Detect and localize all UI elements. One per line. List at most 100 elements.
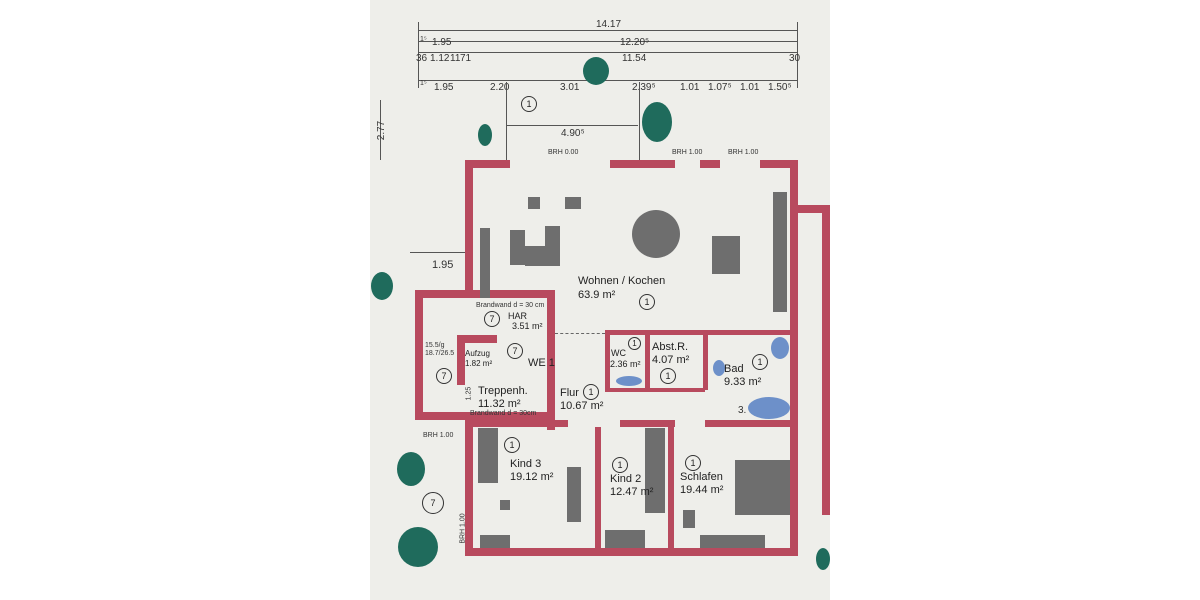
wall: [415, 412, 555, 420]
wall: [703, 330, 708, 390]
fire-wall-note: Brandwand d = 30 cm: [476, 302, 545, 309]
dim: 2.20: [490, 82, 510, 93]
wardrobe: [645, 428, 665, 513]
sofa: [480, 228, 490, 298]
room-name: Schlafen: [680, 471, 723, 483]
wall: [415, 290, 423, 420]
wall: [705, 420, 790, 427]
room-area: 63.9 m²: [578, 289, 616, 301]
tree-icon: [642, 102, 672, 142]
dim: 2.77: [376, 120, 388, 141]
dim: 18.7/26.5: [425, 350, 455, 357]
wall: [465, 160, 510, 168]
wall: [760, 160, 798, 168]
wall: [465, 160, 473, 295]
fire-wall-note: Brandwand d = 30cm: [470, 410, 537, 417]
dim: 1⁵: [420, 80, 427, 87]
brh-label: BRH 1.00: [423, 432, 454, 439]
room-tag: 1: [583, 384, 599, 400]
room-area: 19.12 m²: [510, 471, 554, 483]
dim: 1.01: [740, 82, 760, 93]
room-area: 2.36 m²: [610, 359, 641, 369]
wall: [822, 205, 830, 515]
wall: [473, 420, 568, 427]
dim: 11: [450, 53, 461, 64]
room-area: 12.47 m²: [610, 486, 654, 498]
room-area: 11.32 m²: [478, 398, 521, 410]
armchair: [545, 226, 560, 246]
sofa: [510, 230, 525, 265]
dining-table: [632, 210, 680, 258]
dim: 1.50⁵: [768, 82, 792, 93]
table: [565, 197, 581, 209]
dim: 3.01: [560, 82, 580, 93]
room-tag: 1: [612, 457, 628, 473]
room-tag: 7: [484, 311, 500, 327]
dim: 1.07⁵: [708, 82, 732, 93]
desk: [480, 535, 510, 548]
room-divider: [555, 333, 605, 334]
wall: [470, 548, 798, 556]
dim: 1.95: [432, 259, 454, 271]
room-area: 10.67 m²: [560, 400, 604, 412]
room-tag: 1: [639, 294, 655, 310]
desk: [605, 530, 645, 548]
room-name: Wohnen / Kochen: [578, 275, 666, 287]
wardrobe: [478, 428, 498, 483]
dim: 1.01: [680, 82, 700, 93]
tree-icon: [583, 57, 609, 85]
unit-label: WE 1: [528, 357, 555, 369]
dim: 1⁵: [420, 36, 427, 43]
dim-overall: 14.17: [596, 19, 622, 30]
room-tag: 1: [628, 337, 641, 350]
table: [528, 197, 540, 209]
dim: 12.20⁵: [620, 37, 650, 48]
dim: 36: [416, 53, 428, 64]
wall: [605, 388, 705, 392]
dim: 30: [789, 53, 801, 64]
room-tag: 7: [507, 343, 523, 359]
room-area: 19.44 m²: [680, 484, 724, 496]
room-name: Flur: [560, 387, 579, 399]
room-name: WC: [611, 348, 626, 358]
wall: [620, 420, 675, 427]
sink-icon: [771, 337, 789, 359]
dim: 2.39⁵: [632, 82, 656, 93]
room-tag: 1: [504, 437, 520, 453]
wall: [605, 330, 790, 335]
wall: [547, 290, 555, 430]
wall: [798, 205, 830, 213]
room-name: Bad: [724, 363, 744, 375]
room-area: 4.07 m²: [652, 354, 690, 366]
brh-label: BRH 0.00: [548, 149, 579, 156]
room-tag: 1: [521, 96, 537, 112]
dim: 3.: [738, 405, 747, 416]
tree-icon: [371, 272, 393, 300]
room-area: 3.51 m²: [512, 321, 543, 331]
room-tag: 1: [660, 368, 676, 384]
dim: 1.95: [432, 37, 452, 48]
dim: 1.95: [434, 82, 454, 93]
dimension-tick: [797, 22, 798, 88]
dimension-tick: [418, 22, 419, 88]
tree-icon: [478, 124, 492, 146]
dimension-line: [418, 41, 798, 42]
wall: [457, 335, 497, 343]
wc-basin-icon: [616, 376, 642, 386]
room-name: Abst.R.: [652, 341, 689, 353]
sofa: [525, 246, 560, 266]
room-tag: 7: [436, 368, 452, 384]
bed: [567, 467, 581, 522]
room-name: Kind 3: [510, 458, 542, 470]
room-name: Aufzug: [465, 349, 490, 358]
double-bed: [735, 460, 790, 515]
room-area: 1.82 m²: [465, 359, 493, 368]
kitchen-counter: [773, 192, 787, 312]
dimension-line: [506, 125, 638, 126]
dim: 4.90⁵: [561, 128, 585, 139]
kitchen-island: [712, 236, 740, 274]
brh-label: BRH 1.00: [728, 149, 759, 156]
wall: [645, 330, 650, 390]
wall: [465, 420, 473, 556]
room-tag: 7: [422, 492, 444, 514]
